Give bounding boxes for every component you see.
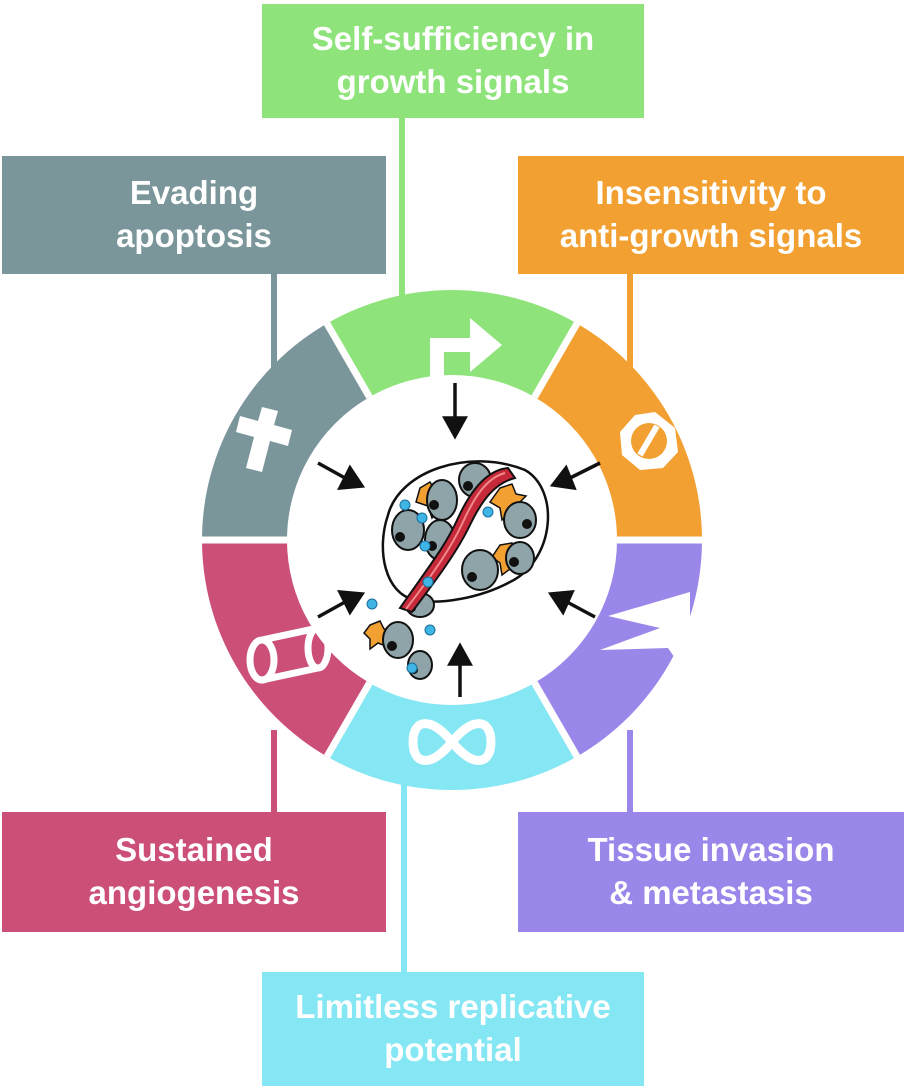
arrow-from-apoptosis [317,461,366,491]
hallmark-angio-line2: angiogenesis [88,874,300,911]
hallmark-box-apoptosis: Evading apoptosis [2,156,386,274]
connector-angio [271,730,277,815]
stop-sign-icon [620,412,678,470]
signal-molecules [366,499,494,674]
connector-invasion [627,730,633,815]
arrow-from-anti [549,461,601,491]
segment-angio [202,540,370,757]
hallmark-apoptosis-line2: apoptosis [116,217,272,254]
hallmark-growth-line1: Self-sufficiency in [311,20,595,58]
hallmark-box-anti: Insensitivity to anti-growth signals [518,156,904,274]
arrow-icon [430,318,502,378]
tumor-illustration [363,460,550,680]
hallmark-growth-line2: growth signals [336,63,570,100]
vessel-icon [246,624,332,684]
blood-vessel [398,466,517,614]
arrow-from-growth [442,383,468,440]
infinity-icon [408,719,496,765]
hallmark-anti-line2: anti-growth signals [559,217,863,254]
cross-icon [236,407,292,472]
hallmark-anti-line1: Insensitivity to [595,174,827,212]
hallmark-apoptosis-line1: Evading [129,174,259,212]
hallmark-box-angio: Sustained angiogenesis [2,812,386,932]
hallmark-box-replicative: Limitless replicative potential [262,972,644,1086]
crack-icon [600,592,690,680]
connector-anti [627,272,633,372]
connector-apoptosis [271,272,277,372]
segment-anti [534,323,702,540]
hallmark-replicative-line1: Limitless replicative [295,988,611,1026]
arrow-from-angio [317,589,366,619]
hallmark-replicative-line2: potential [384,1031,522,1068]
hallmark-invasion-line1: Tissue invasion [587,831,835,869]
hallmark-angio-line1: Sustained [115,831,273,869]
hallmark-box-growth: Self-sufficiency in growth signals [262,4,644,118]
inward-arrows [317,383,601,697]
connector-growth [399,118,405,318]
connector-replicative [401,780,407,975]
arrow-from-replicative [447,642,473,697]
arrow-from-invasion [547,589,596,619]
hallmark-invasion-line2: & metastasis [609,874,813,911]
hallmark-box-invasion: Tissue invasion & metastasis [518,812,904,932]
